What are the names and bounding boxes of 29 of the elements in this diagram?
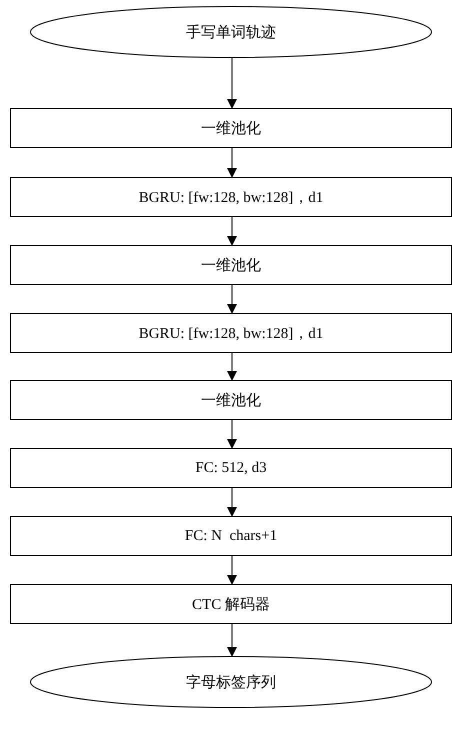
process-box [10,245,452,285]
node-label: BGRU: [fw:128, bw:128]，d1 [138,188,324,206]
process-box [10,584,452,624]
arrow [227,216,237,246]
arrow [227,488,237,517]
arrow [227,352,237,381]
process-box [10,177,452,217]
arrow [227,148,237,178]
arrow [227,58,237,109]
node-label: 一维池化 [201,120,261,138]
node-label: 一维池化 [201,256,261,274]
node-label: FC: 512, d3 [195,460,267,476]
process-box [10,313,452,353]
node-label: 一维池化 [201,392,261,410]
arrow [227,624,237,657]
arrow [227,420,237,449]
process-box [10,380,452,420]
process-box [10,448,452,488]
terminal-ellipse [30,6,432,58]
terminal-ellipse [30,656,432,708]
node-label: FC: N chars+1 [184,528,278,544]
arrow [227,284,237,314]
arrow [227,556,237,585]
node-label: 手写单词轨迹 [186,23,276,42]
process-box [10,516,452,556]
node-label: CTC 解码器 [192,596,270,614]
node-label: 字母标签序列 [186,673,276,692]
process-box [10,108,452,148]
node-label: BGRU: [fw:128, bw:128]，d1 [138,324,324,342]
